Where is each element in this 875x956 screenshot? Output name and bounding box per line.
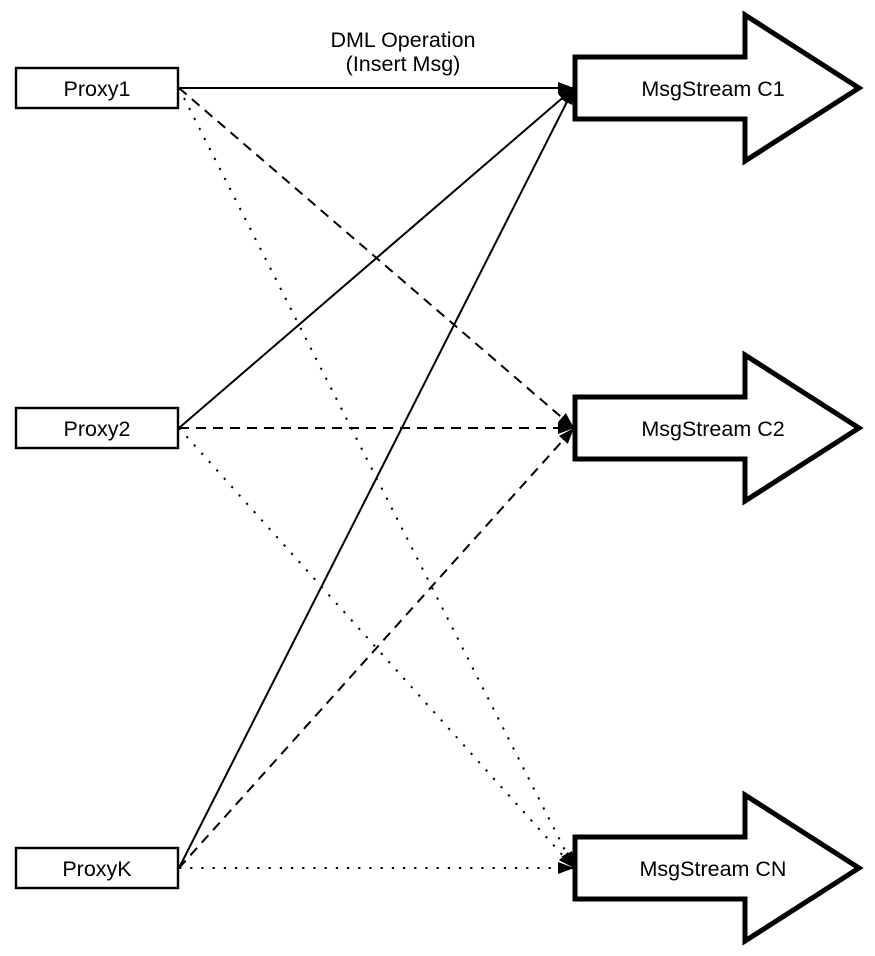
diagram-title-line1: DML Operation [331,28,476,52]
block-arrow-right-icon [572,10,864,166]
stream-label: MsgStream C2 [641,417,784,441]
proxy-node-2: Proxy2 [14,406,180,450]
proxy-node-1: Proxy1 [14,66,180,110]
proxy-node-k: ProxyK [14,846,180,890]
proxy-label: Proxy2 [64,417,131,441]
stream-node-c1: MsgStream C1 [572,10,864,166]
diagram-title-line2: (Insert Msg) [346,52,461,76]
connector-proxyk-to-msgstream-c2 [178,427,575,869]
connector-proxy2-to-msgstream-c1 [178,87,575,429]
stream-node-cn: MsgStream CN [572,790,864,946]
connector-lines [178,82,575,874]
stream-node-c2: MsgStream C2 [572,350,864,506]
stream-label: MsgStream CN [640,857,787,881]
connector-proxyk-to-msgstream-c1 [178,87,575,869]
block-arrow-right-icon [572,350,864,506]
proxy-box [14,66,180,110]
block-arrow-right-icon [572,790,864,946]
proxy-label: Proxy1 [64,77,131,101]
proxy-box [14,406,180,450]
proxy-box [14,846,180,890]
proxy-label: ProxyK [62,857,132,881]
stream-label: MsgStream C1 [641,77,784,101]
